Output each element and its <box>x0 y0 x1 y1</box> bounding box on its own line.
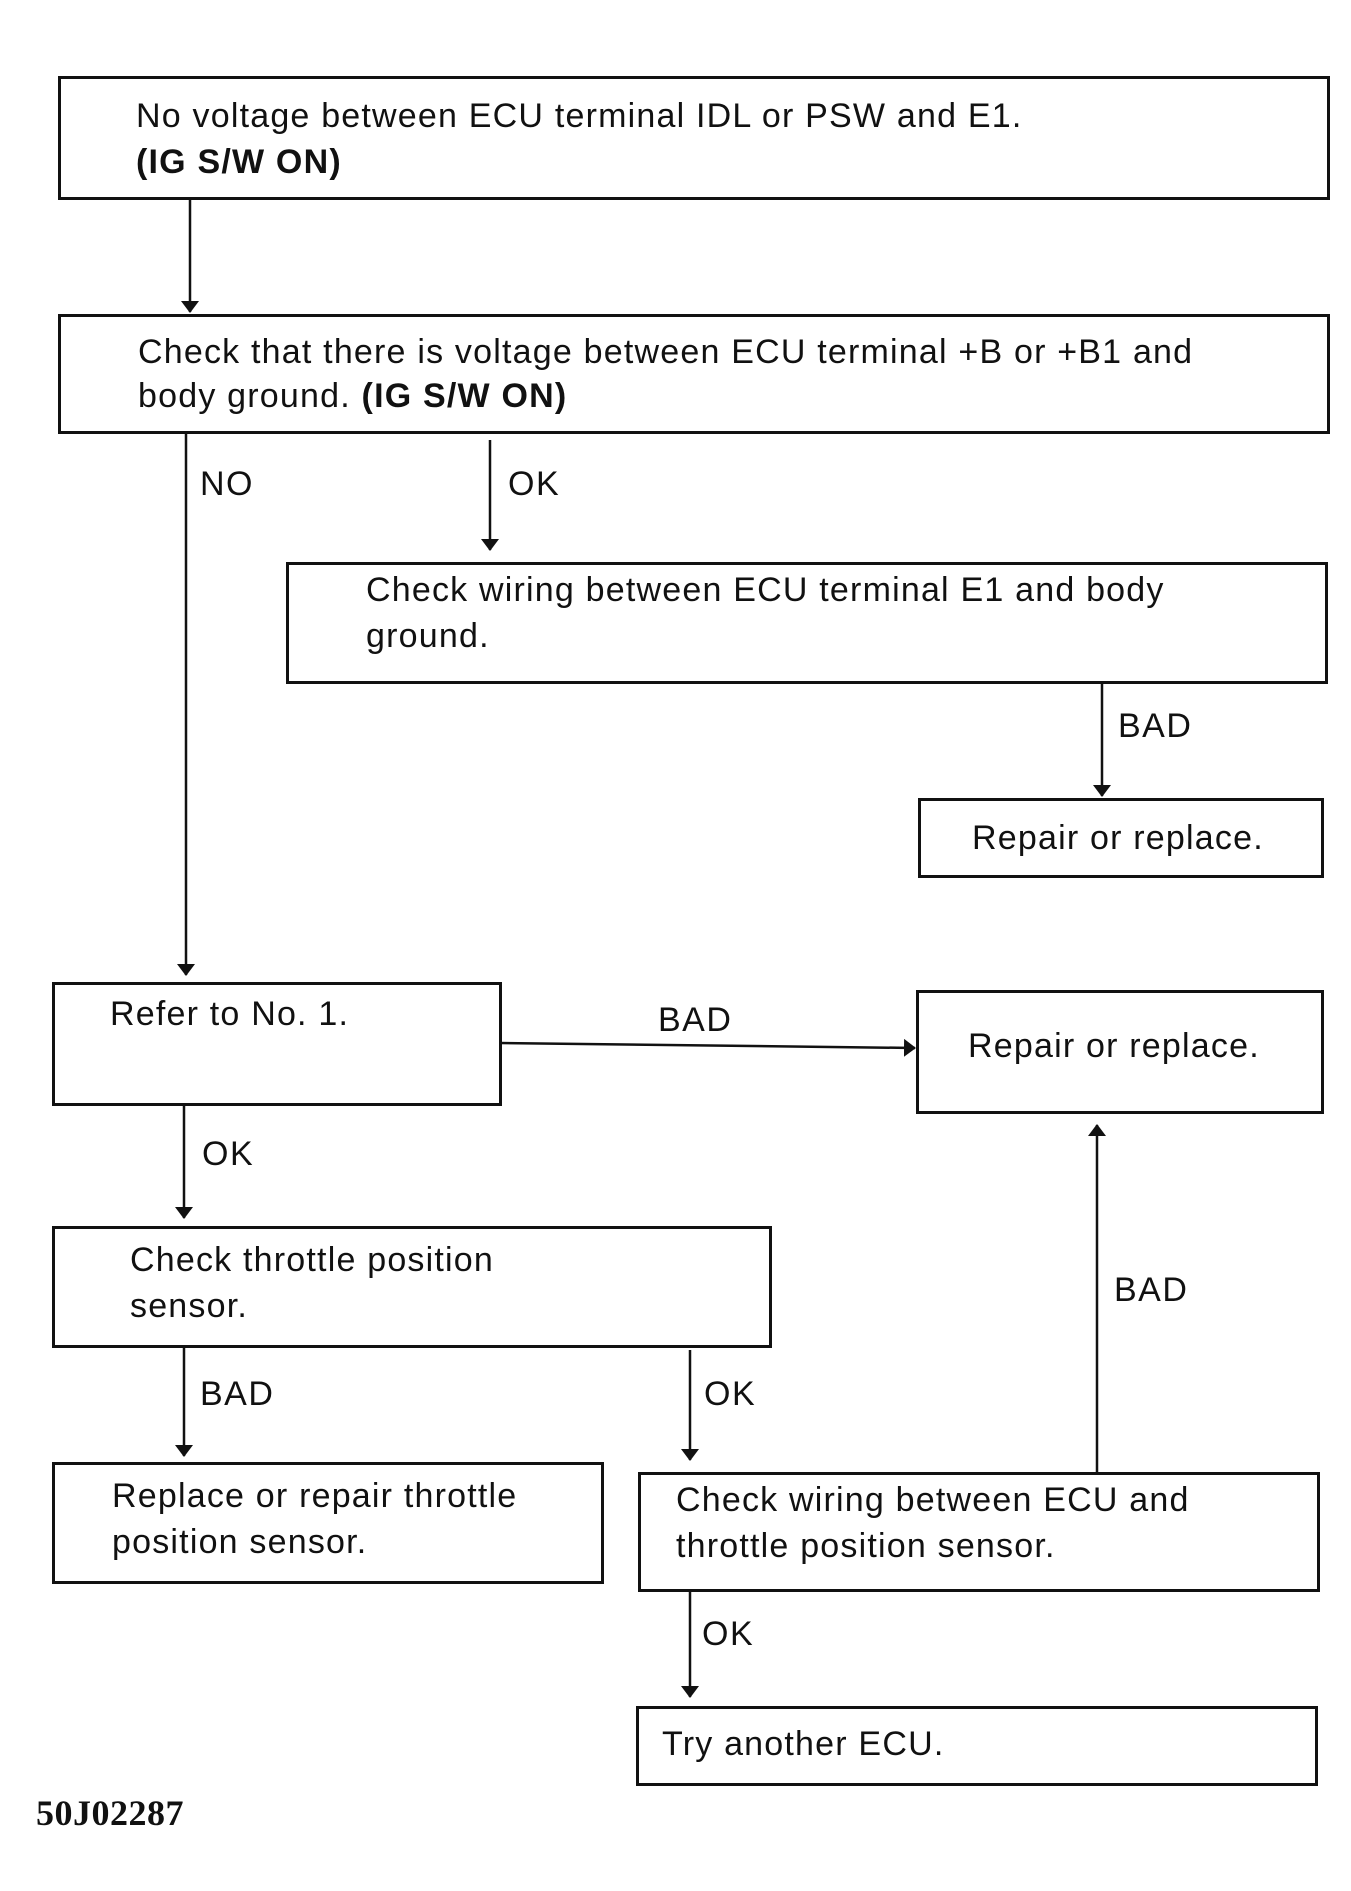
label-bad-refer: BAD <box>658 1001 733 1039</box>
repair-or-replace-box-2 <box>916 990 1324 1114</box>
replace-tps-text-line2: position sensor. <box>112 1523 368 1561</box>
label-bad-wiring-tps: BAD <box>1114 1271 1189 1309</box>
try-another-ecu-text: Try another ECU. <box>662 1725 945 1763</box>
check-voltage-box <box>58 314 1330 434</box>
label-ok-tps: OK <box>704 1375 757 1413</box>
repair-or-replace-text-1: Repair or replace. <box>972 819 1264 857</box>
label-no: NO <box>200 465 254 503</box>
check-tps-text-line1: Check throttle position <box>130 1241 494 1279</box>
label-ok-wiring-tps: OK <box>702 1615 755 1653</box>
check-wiring-tps-box <box>638 1472 1320 1592</box>
check-wiring-e1-text-line2: ground. <box>366 617 490 655</box>
check-tps-text-line2: sensor. <box>130 1287 249 1325</box>
check-voltage-ig-note: (IG S/W ON) <box>361 377 568 415</box>
label-ok-voltage: OK <box>508 465 561 503</box>
refer-no1-text: Refer to No. 1. <box>110 995 350 1033</box>
check-tps-box <box>52 1226 772 1348</box>
replace-tps-box <box>52 1462 604 1584</box>
repair-or-replace-box-1 <box>918 798 1324 878</box>
label-ok-refer: OK <box>202 1135 255 1173</box>
check-wiring-e1-box <box>286 562 1328 684</box>
try-another-ecu-box <box>636 1706 1318 1786</box>
refer-no1-box <box>52 982 502 1106</box>
start-condition-text: No voltage between ECU terminal IDL or P… <box>136 97 1023 135</box>
check-voltage-text-line1: Check that there is voltage between ECU … <box>138 333 1194 371</box>
check-wiring-tps-text-line2: throttle position sensor. <box>676 1527 1056 1565</box>
label-bad-tps: BAD <box>200 1375 275 1413</box>
label-bad-wiring-e1: BAD <box>1118 707 1193 745</box>
start-condition-box <box>58 76 1330 200</box>
arrow-bad-refer-to-repair-2 <box>499 1038 916 1057</box>
repair-or-replace-text-2: Repair or replace. <box>968 1027 1260 1065</box>
check-voltage-text-line2-plain: body ground. <box>138 377 362 415</box>
check-voltage-text-line2: body ground. (IG S/W ON) <box>138 374 567 418</box>
replace-tps-text-line1: Replace or repair throttle <box>112 1477 518 1515</box>
check-wiring-tps-text-line1: Check wiring between ECU and <box>676 1481 1190 1519</box>
ig-switch-on-note: (IG S/W ON) <box>136 143 342 181</box>
figure-id: 50J02287 <box>36 1793 184 1833</box>
check-wiring-e1-text-line1: Check wiring between ECU terminal E1 and… <box>366 571 1165 609</box>
